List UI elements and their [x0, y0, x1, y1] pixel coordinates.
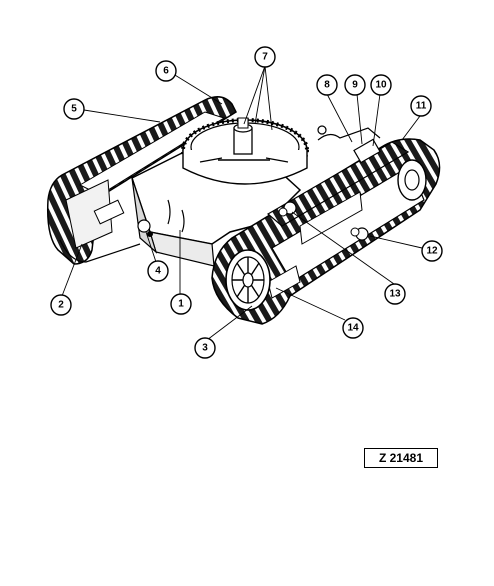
callout-9: 9 — [344, 74, 366, 96]
callout-8: 8 — [316, 74, 338, 96]
idler-wheel — [225, 249, 271, 311]
right-crawler-track — [211, 125, 441, 325]
callout-8-label: 8 — [324, 80, 330, 91]
leader-lines — [61, 65, 423, 341]
bolt-detail — [147, 231, 153, 237]
callout-13-label: 13 — [389, 289, 401, 300]
swivel-joint — [199, 117, 289, 163]
callout-13: 13 — [384, 283, 406, 305]
callout-3: 3 — [194, 337, 216, 359]
callout-6-label: 6 — [163, 66, 169, 77]
callout-6: 6 — [155, 60, 177, 82]
callout-2-label: 2 — [58, 300, 64, 311]
callout-3-label: 3 — [202, 343, 208, 354]
callout-2: 2 — [50, 294, 72, 316]
callout-7: 7 — [254, 46, 276, 68]
drive-sprocket — [397, 159, 427, 201]
callout-1: 1 — [170, 293, 192, 315]
callout-5-label: 5 — [71, 104, 77, 115]
callout-14: 14 — [342, 317, 364, 339]
bolt-4 — [137, 219, 151, 233]
callout-11-label: 11 — [416, 101, 427, 112]
callout-9-label: 9 — [352, 80, 358, 91]
callout-12-label: 12 — [426, 246, 438, 257]
figure-reference-code: Z 21481 — [364, 448, 438, 468]
callout-7-label: 7 — [262, 52, 268, 63]
callout-1-label: 1 — [178, 299, 184, 310]
callout-10-label: 10 — [375, 80, 387, 91]
callout-14-label: 14 — [347, 323, 359, 334]
callout-10: 10 — [370, 74, 392, 96]
callout-4-label: 4 — [155, 266, 161, 277]
callout-11: 11 — [410, 95, 432, 117]
callout-12: 12 — [421, 240, 443, 262]
callout-5: 5 — [63, 98, 85, 120]
swing-ring-turntable — [181, 117, 309, 185]
callout-4: 4 — [147, 260, 169, 282]
